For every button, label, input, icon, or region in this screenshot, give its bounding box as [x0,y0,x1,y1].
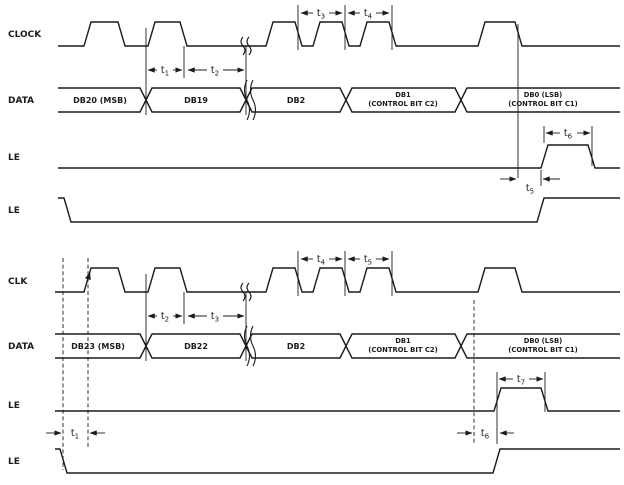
reference-lines-dashed [62,258,475,470]
data-segment-label: DB19 [184,96,208,105]
break-mark [249,325,257,367]
timing-annotation-t4: t4 [300,254,343,267]
signal-label-data: DATA [8,342,34,352]
data-segment-label: DB1 [395,337,411,345]
break-mark [249,79,257,121]
timing-annotation-t6: t6 [545,128,591,141]
timing-label-t3: t3 [211,311,219,324]
break-mark [243,79,251,121]
timing-label-t2: t2 [211,65,219,78]
break-mark [246,282,252,302]
timing-label-t1: t1 [71,428,79,441]
timing-annotation-t1: t1 [46,428,105,441]
timing-annotation-t7: t7 [498,374,544,387]
data-segment-label: DB2 [287,96,305,105]
le1-waveform [58,144,620,169]
timing-annotation-t2: t2 [187,65,245,78]
clk-waveform [55,267,620,293]
data-segment-labels: DB23 (MSB) DB22 DB2 DB1 (CONTROL BIT C2)… [71,337,578,354]
clock-waveform [58,21,620,47]
break-marks [240,36,257,121]
timing-annotation-t5: t5 [347,254,390,267]
measure-lines [145,251,546,444]
signal-label-le1: LE [8,401,20,411]
data-segment-label: (CONTROL BIT C1) [508,100,577,108]
signal-label-clk: CLK [8,277,28,287]
timing-annotation-t3: t3 [187,311,245,324]
timing-label-t7: t7 [517,374,525,387]
break-mark [246,36,252,56]
break-mark [240,36,246,56]
timing-annotation-t4: t4 [347,8,390,21]
timing-annotation-t5: t5 [500,176,560,196]
timing-annotation-t2: t2 [147,311,183,324]
data-segment-labels: DB20 (MSB) DB19 DB2 DB1 (CONTROL BIT C2)… [73,91,578,108]
timing-annotation-t6: t6 [457,428,514,441]
signal-label-le1: LE [8,153,20,163]
data-segment-label: DB20 (MSB) [73,96,127,105]
data-segment-label: DB1 [395,91,411,99]
timing-label-t2: t2 [161,311,169,324]
measure-lines [145,5,593,186]
timing-annotation-t3: t3 [300,8,343,21]
signal-label-le2: LE [8,457,20,467]
timing-label-t6: t6 [564,128,573,141]
signal-label-clock: CLOCK [8,30,42,40]
data-segment-label: DB0 (LSB) [524,337,563,345]
timing-label-t5: t5 [526,183,534,196]
timing-label-t6: t6 [481,428,490,441]
data-segment-label: DB23 (MSB) [71,342,125,351]
break-marks [240,282,257,367]
bottom-diagram: CLK DATA LE LE [8,251,620,474]
timing-label-t3: t3 [317,8,325,21]
timing-label-t4: t4 [317,254,326,267]
data-segment-label: (CONTROL BIT C2) [368,100,437,108]
data-segment-label: (CONTROL BIT C2) [368,346,437,354]
le2-waveform [55,448,620,474]
timing-annotation-t1: t1 [147,65,183,78]
data-segment-label: DB0 (LSB) [524,91,563,99]
top-diagram: CLOCK DATA LE LE [8,5,620,223]
timing-label-t5: t5 [364,254,372,267]
le2-waveform [58,197,620,223]
break-mark [240,282,246,302]
signal-label-le2: LE [8,206,20,216]
data-segment-label: (CONTROL BIT C1) [508,346,577,354]
signal-label-data: DATA [8,96,34,106]
data-segment-label: DB2 [287,342,305,351]
timing-label-t1: t1 [161,65,169,78]
active-edge-arrow-icon [85,272,91,280]
timing-label-t4: t4 [364,8,373,21]
le1-waveform [55,387,620,412]
break-mark [243,325,251,367]
data-segment-label: DB22 [184,342,208,351]
